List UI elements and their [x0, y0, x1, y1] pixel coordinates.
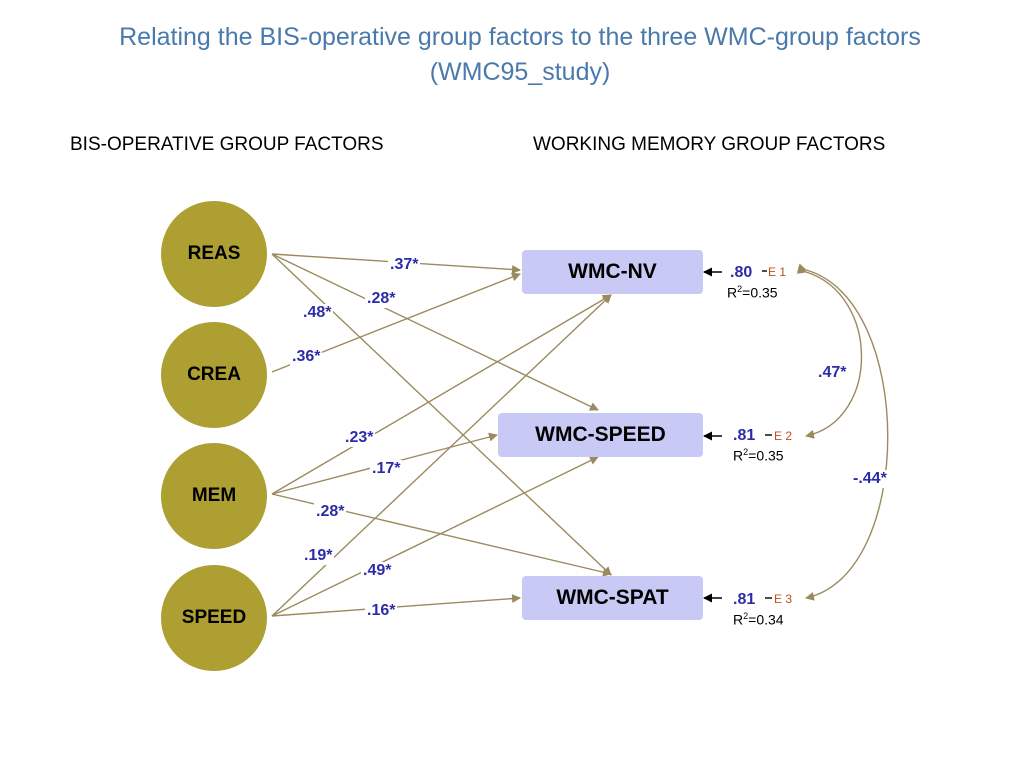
rsq-wmcspat: R2=0.34	[733, 611, 784, 628]
coef-reas-wmcspeed: .28*	[365, 290, 398, 308]
factor-speed: SPEED	[161, 565, 267, 671]
corr-e1-e3	[797, 263, 889, 601]
coef-mem-wmcspeed: .17*	[370, 460, 403, 478]
path-reas-wmcspeed	[271, 253, 599, 411]
coef-mem-wmcspat: .28*	[314, 503, 347, 521]
error-label-e2: E 2	[774, 429, 793, 443]
coef-speed-wmcspat: .16*	[365, 602, 398, 620]
wmc-nv-box: WMC-NV	[522, 250, 703, 294]
rsq-wmcnv: R2=0.35	[727, 284, 778, 301]
factor-reas: REAS	[161, 201, 267, 307]
slide-title: Relating the BIS-operative group factors…	[0, 20, 1024, 90]
bis-factors-header: BIS-OPERATIVE GROUP FACTORS	[70, 134, 384, 155]
title-line-1: Relating the BIS-operative group factors…	[119, 23, 921, 51]
wmc-factors-header: WORKING MEMORY GROUP FACTORS	[533, 134, 886, 155]
path-speed-wmcspeed	[271, 456, 599, 617]
wmc-speed-box: WMC-SPEED	[498, 413, 703, 457]
wmc-spat-box: WMC-SPAT	[522, 576, 703, 620]
factor-mem: MEM	[161, 443, 267, 549]
coef-mem-wmcnv: .23*	[343, 429, 376, 447]
coef-speed-wmcspeed: .49*	[361, 562, 394, 580]
loading-e3: .81	[733, 591, 756, 608]
loading-e1: .80	[730, 264, 753, 281]
coef-reas-wmcnv: .37*	[388, 256, 421, 274]
loading-e2: .81	[733, 427, 756, 444]
error-label-e3: E 3	[774, 592, 793, 606]
coef-crea-wmcnv: .36*	[290, 348, 323, 366]
corr-e1-e3-label: -.44*	[851, 470, 889, 488]
coef-speed-wmcnv: .19*	[302, 547, 335, 565]
path-mem-wmcnv	[271, 294, 612, 495]
coef-reas-wmcspat: .48*	[301, 304, 334, 322]
corr-e1-e2-label: .47*	[816, 364, 849, 382]
title-line-2: (WMC95_study)	[429, 58, 611, 86]
corr-e1-e2	[797, 265, 863, 439]
error-label-e1: E 1	[768, 265, 787, 279]
rsq-wmcspeed: R2=0.35	[733, 447, 784, 464]
factor-crea: CREA	[161, 322, 267, 428]
